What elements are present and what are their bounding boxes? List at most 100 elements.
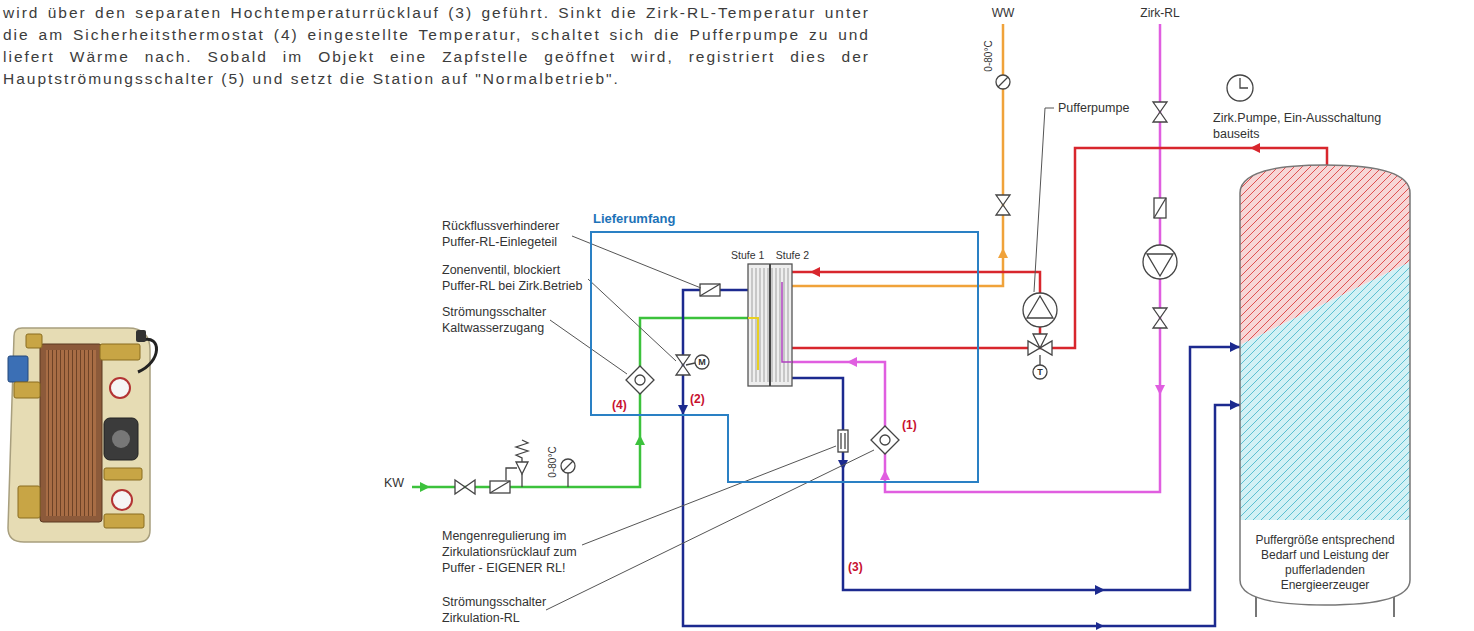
flow-switch [871, 426, 899, 454]
tank-caption: Puffergröße entsprechend Bedarf und Leis… [1250, 533, 1400, 593]
tank-outline [1240, 165, 1410, 605]
station-cable [138, 339, 157, 372]
port-stub [792, 361, 810, 364]
thermostat-stem [1039, 355, 1040, 365]
circulation-return-pipe [810, 24, 1160, 492]
station-brass-fitting [104, 468, 142, 480]
pipe-end-label: WW [992, 6, 1015, 21]
inner-flow-line [748, 318, 758, 370]
thermometer-stem [567, 473, 568, 487]
station-plug [136, 330, 146, 342]
buffer-bypass-pipe [810, 347, 1028, 350]
flow-arrow [678, 405, 688, 415]
station-brass-fitting [100, 344, 140, 360]
port-stub [730, 317, 748, 320]
high-temp-return-pipe [810, 347, 1240, 590]
plate-line [788, 268, 789, 382]
pump-symbol [1023, 293, 1057, 327]
stage-label-row: Stufe 1 Stufe 2 [730, 248, 810, 262]
heat-exchanger: Stufe 1 Stufe 2 [730, 248, 810, 388]
station-brass-fitting [18, 486, 40, 518]
thermometer-needle [998, 77, 1008, 87]
shutoff-valve [455, 480, 475, 494]
plate-line [776, 268, 777, 382]
flow-arrow [420, 482, 430, 492]
station-brass-fitting [104, 514, 144, 528]
check-valve-line [700, 284, 720, 296]
station-brass-fitting [26, 334, 42, 348]
thermostat-symbol [1033, 365, 1047, 379]
shutoff-valve [996, 195, 1010, 215]
flow-switch [626, 366, 654, 394]
tank-text-line: Puffergröße entsprechend Bedarf und Leis… [1250, 533, 1400, 593]
check-valve [1154, 198, 1166, 218]
flow-regulator-line [844, 433, 845, 449]
station-plate-pack [46, 350, 96, 516]
intro-paragraph: wird über den separaten Hochtemperaturrü… [3, 2, 870, 90]
callout-text: Strömungsschalter Zirkulation-RL [442, 594, 562, 626]
motor-letter: M [698, 358, 706, 367]
buffer-tank: Puffergröße entsprechend Bedarf und Leis… [1240, 165, 1410, 605]
flow-arrow [1250, 143, 1260, 153]
delivery-scope-box: LieferumfangStufe 1 Stufe 2 [590, 208, 980, 486]
stage-label: Stufe 1 [731, 248, 764, 262]
relief-valve-stem [521, 474, 522, 487]
leader-line [588, 279, 676, 361]
callout-text: Strömungsschalter Kaltwasserzugang [442, 304, 562, 336]
callout-text: Zonenventil, blockiert Puffer-RL bei Zir… [442, 262, 592, 294]
plate-line [760, 268, 761, 382]
station-brass-valve [14, 382, 40, 398]
callout-number: (3) [848, 560, 863, 575]
flow-regulator [838, 430, 848, 452]
cold-zone [1240, 262, 1410, 520]
plate-line [756, 268, 757, 382]
stage-label: Stufe 2 [776, 248, 809, 262]
plate-line [772, 268, 773, 382]
tank-ground [1240, 165, 1410, 605]
flow-arrow [635, 435, 645, 445]
thermometer-symbol [561, 459, 575, 473]
station-actuator [8, 356, 28, 382]
port-stub [792, 285, 810, 288]
port-stub [792, 377, 810, 380]
shutoff-valve [1153, 102, 1167, 122]
port-stub [792, 347, 810, 350]
component-label: Zirk.Pumpe, Ein-Ausschaltung bauseits [1213, 110, 1393, 142]
flow-arrow [1095, 585, 1105, 595]
station-gauge [110, 378, 130, 398]
check-valve-line [490, 481, 510, 493]
pump-triangle [1147, 254, 1173, 276]
pipe-end-label: KW [384, 475, 404, 491]
gauge-range: 0-80°C [548, 446, 558, 477]
port-stub [792, 271, 810, 274]
relief-valve [516, 462, 528, 474]
leader-line [1034, 108, 1054, 292]
stage-divider [769, 264, 771, 386]
callout-number: (1) [902, 418, 917, 433]
callout-number: (2) [690, 392, 705, 407]
thermostat-letter: T [1037, 368, 1043, 377]
gauge-range: 0-80°C [984, 40, 994, 71]
zone-valve-actuator-link [686, 363, 695, 365]
check-valve-line [1154, 198, 1166, 218]
clock-symbol [1227, 75, 1253, 101]
three-way-valve-port [1033, 334, 1047, 348]
heat-exchanger-drawing [730, 248, 810, 388]
plate-line [784, 268, 785, 382]
station-pump-head [112, 430, 130, 448]
relief-valve-outlet [506, 468, 517, 480]
pipe-end-label: Zirk-RL [1140, 6, 1179, 21]
callout-text: Mengenregulierung im Zirkulationsrücklau… [442, 528, 587, 576]
flow-arrow [880, 470, 890, 480]
scope-heading: Lieferumfang [593, 211, 675, 227]
port-stub [730, 289, 748, 292]
station-gauge [112, 490, 132, 510]
leader-line [550, 320, 627, 374]
flow-arrow [998, 248, 1008, 258]
callout-text: Rückflussverhinderer Puffer-RL-Einlegete… [442, 218, 577, 250]
thermometer-needle [563, 461, 573, 471]
station-pump [104, 418, 138, 460]
scope-border [591, 232, 978, 482]
